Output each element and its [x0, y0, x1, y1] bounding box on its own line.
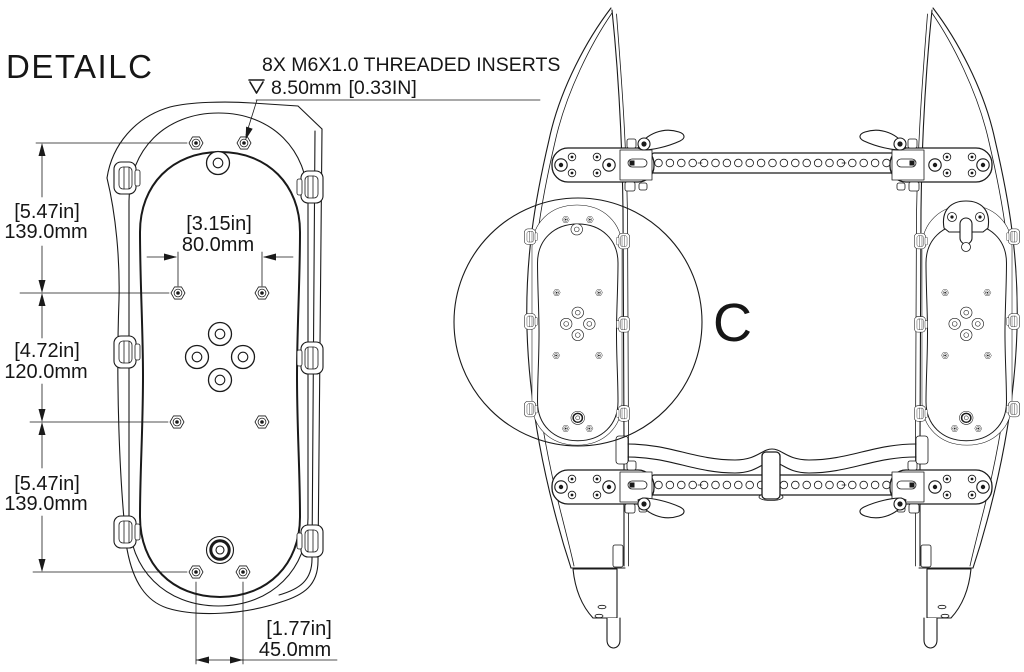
- dim-v1-mm: 139.0mm: [4, 221, 87, 243]
- curved-cross-member: [615, 435, 929, 501]
- extension-lines: [19, 142, 188, 573]
- dim-h2-in: [1.77in]: [266, 618, 332, 640]
- crossbar-top: [552, 139, 992, 191]
- dim-h1-in: [3.15in]: [186, 213, 252, 235]
- horizontal-dimension-bottom: [1.77in] 45.0mm: [195, 581, 338, 665]
- dim-v1-in: [5.47in]: [14, 201, 80, 223]
- right-plate-bracket: [942, 200, 990, 252]
- dim-h1-mm: 80.0mm: [182, 234, 254, 256]
- callout-line1: 8X M6X1.0 THREADED INSERTS: [262, 54, 560, 76]
- detail-view: DETAILC 8X M6X1.0 THREADED INSERTS 8.50m…: [4, 48, 560, 665]
- detail-circle-letter: C: [713, 293, 753, 353]
- vertical-dimension-chain: [5.47in] 139.0mm [4.72in] 120.0mm [5.47i…: [4, 142, 188, 573]
- assembly-top-view: C: [453, 8, 1020, 648]
- dim-v2-mm: 120.0mm: [4, 361, 87, 383]
- center-clamp: [761, 451, 781, 500]
- cam-lever-bottom-left: [637, 497, 685, 519]
- detail-circle: [453, 197, 703, 447]
- left-hull: [524, 8, 629, 648]
- dim-v2-in: [4.72in]: [14, 340, 80, 362]
- detail-view-title: DETAILC: [6, 48, 153, 85]
- threaded-inserts-callout: 8X M6X1.0 THREADED INSERTS 8.50mm [0.33IN…: [245, 54, 560, 140]
- cam-lever-top-right: [859, 129, 907, 151]
- callout-line2: 8.50mm [0.33IN]: [271, 77, 417, 99]
- leader-arrowhead: [245, 126, 253, 140]
- horizontal-dimension-upper: [3.15in] 80.0mm: [146, 213, 294, 287]
- dim-h2-mm: 45.0mm: [259, 639, 331, 661]
- bracket-pin: [959, 217, 973, 245]
- depth-value-in: [0.33IN]: [348, 77, 416, 99]
- depth-value-mm: 8.50mm: [271, 77, 341, 99]
- depth-symbol-icon: [248, 79, 265, 94]
- dim-v3-in: [5.47in]: [14, 473, 80, 495]
- dim-v3-mm: 139.0mm: [4, 493, 87, 515]
- cam-lever-top-left: [637, 129, 685, 151]
- right-hull: [914, 8, 1019, 648]
- cam-lever-bottom-right: [859, 497, 907, 519]
